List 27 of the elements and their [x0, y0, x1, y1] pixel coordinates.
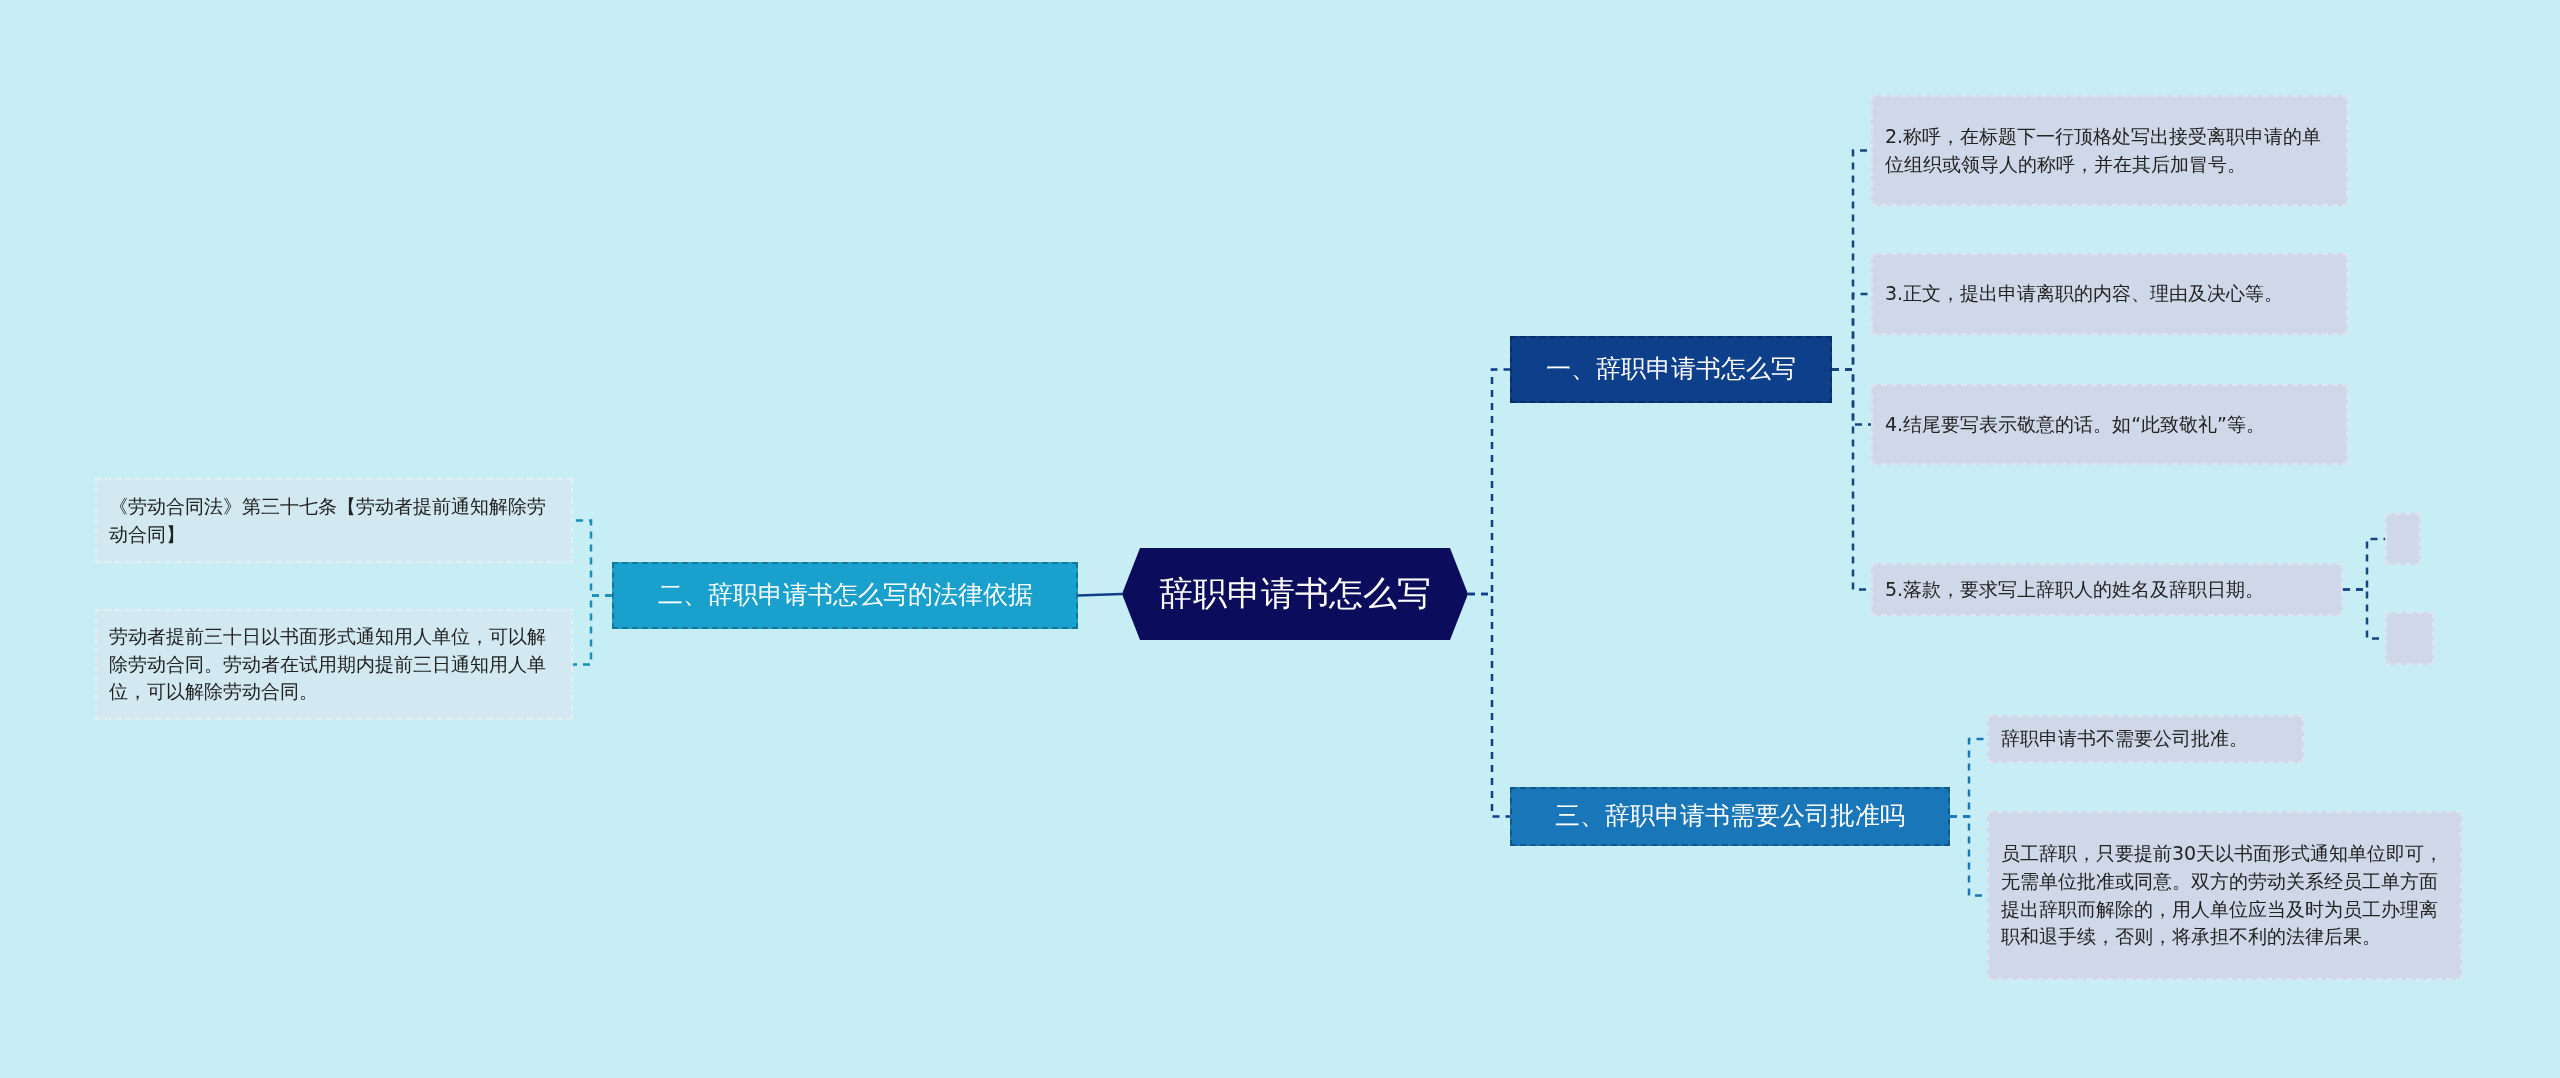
branch-topic-box [1510, 336, 1832, 403]
note-text: 4.结尾要写表示敬意的话。如“此致敬礼”等。 [1885, 411, 2265, 437]
note-text: 员工辞职，只要提前30天以书面形式通知单位即可，无需单位批准或同意。双方的劳动关系经员工单方面提出辞职而解除的，用人单位应当及时为员工办理离职和退手续，否则，将承担不利的法律后果。 [2001, 841, 2445, 950]
central-topic-label: 辞职申请书怎么写 [1159, 572, 1431, 616]
branch-topic-box [612, 562, 1078, 629]
central-topic-hexagon [1122, 548, 1468, 640]
text-card [95, 609, 573, 720]
connector-line [1468, 592, 1510, 818]
text-card [1871, 95, 2348, 206]
branch-topic-box [1510, 787, 1950, 846]
text-card [1871, 563, 2343, 616]
branch-topic-label: 一、辞职申请书怎么写 [1546, 353, 1796, 386]
text-card [1871, 253, 2348, 335]
note-text: 2.称呼，在标题下一行顶格处写出接受离职申请的单位组织或领导人的称呼，并在其后加冒号。 [1885, 123, 2323, 177]
branch-topic-label: 三、辞职申请书需要公司批准吗 [1555, 800, 1905, 833]
text-card [1987, 811, 2462, 980]
connector-line [1077, 592, 1123, 597]
note-text: 辞职申请书不需要公司批准。 [2001, 726, 2248, 752]
text-card [95, 478, 573, 563]
text-card [1871, 384, 2348, 465]
note-text: 《劳动合同法》第三十七条【劳动者提前通知解除劳动合同】 [109, 493, 547, 547]
note-text: 劳动者提前三十日以书面形式通知用人单位，可以解除劳动合同。劳动者在试用期内提前三日通知用人单位，可以解除劳动合同。 [109, 624, 547, 705]
branch-topic-label: 二、辞职申请书怎么写的法律依据 [657, 579, 1033, 612]
note-text: 3.正文，提出申请离职的内容、理由及决心等。 [1885, 281, 2284, 307]
box-shape [2385, 513, 2421, 565]
connector-line [573, 594, 612, 666]
note-text: 5.落款，要求写上辞职人的姓名及辞职日期。 [1885, 576, 2265, 602]
